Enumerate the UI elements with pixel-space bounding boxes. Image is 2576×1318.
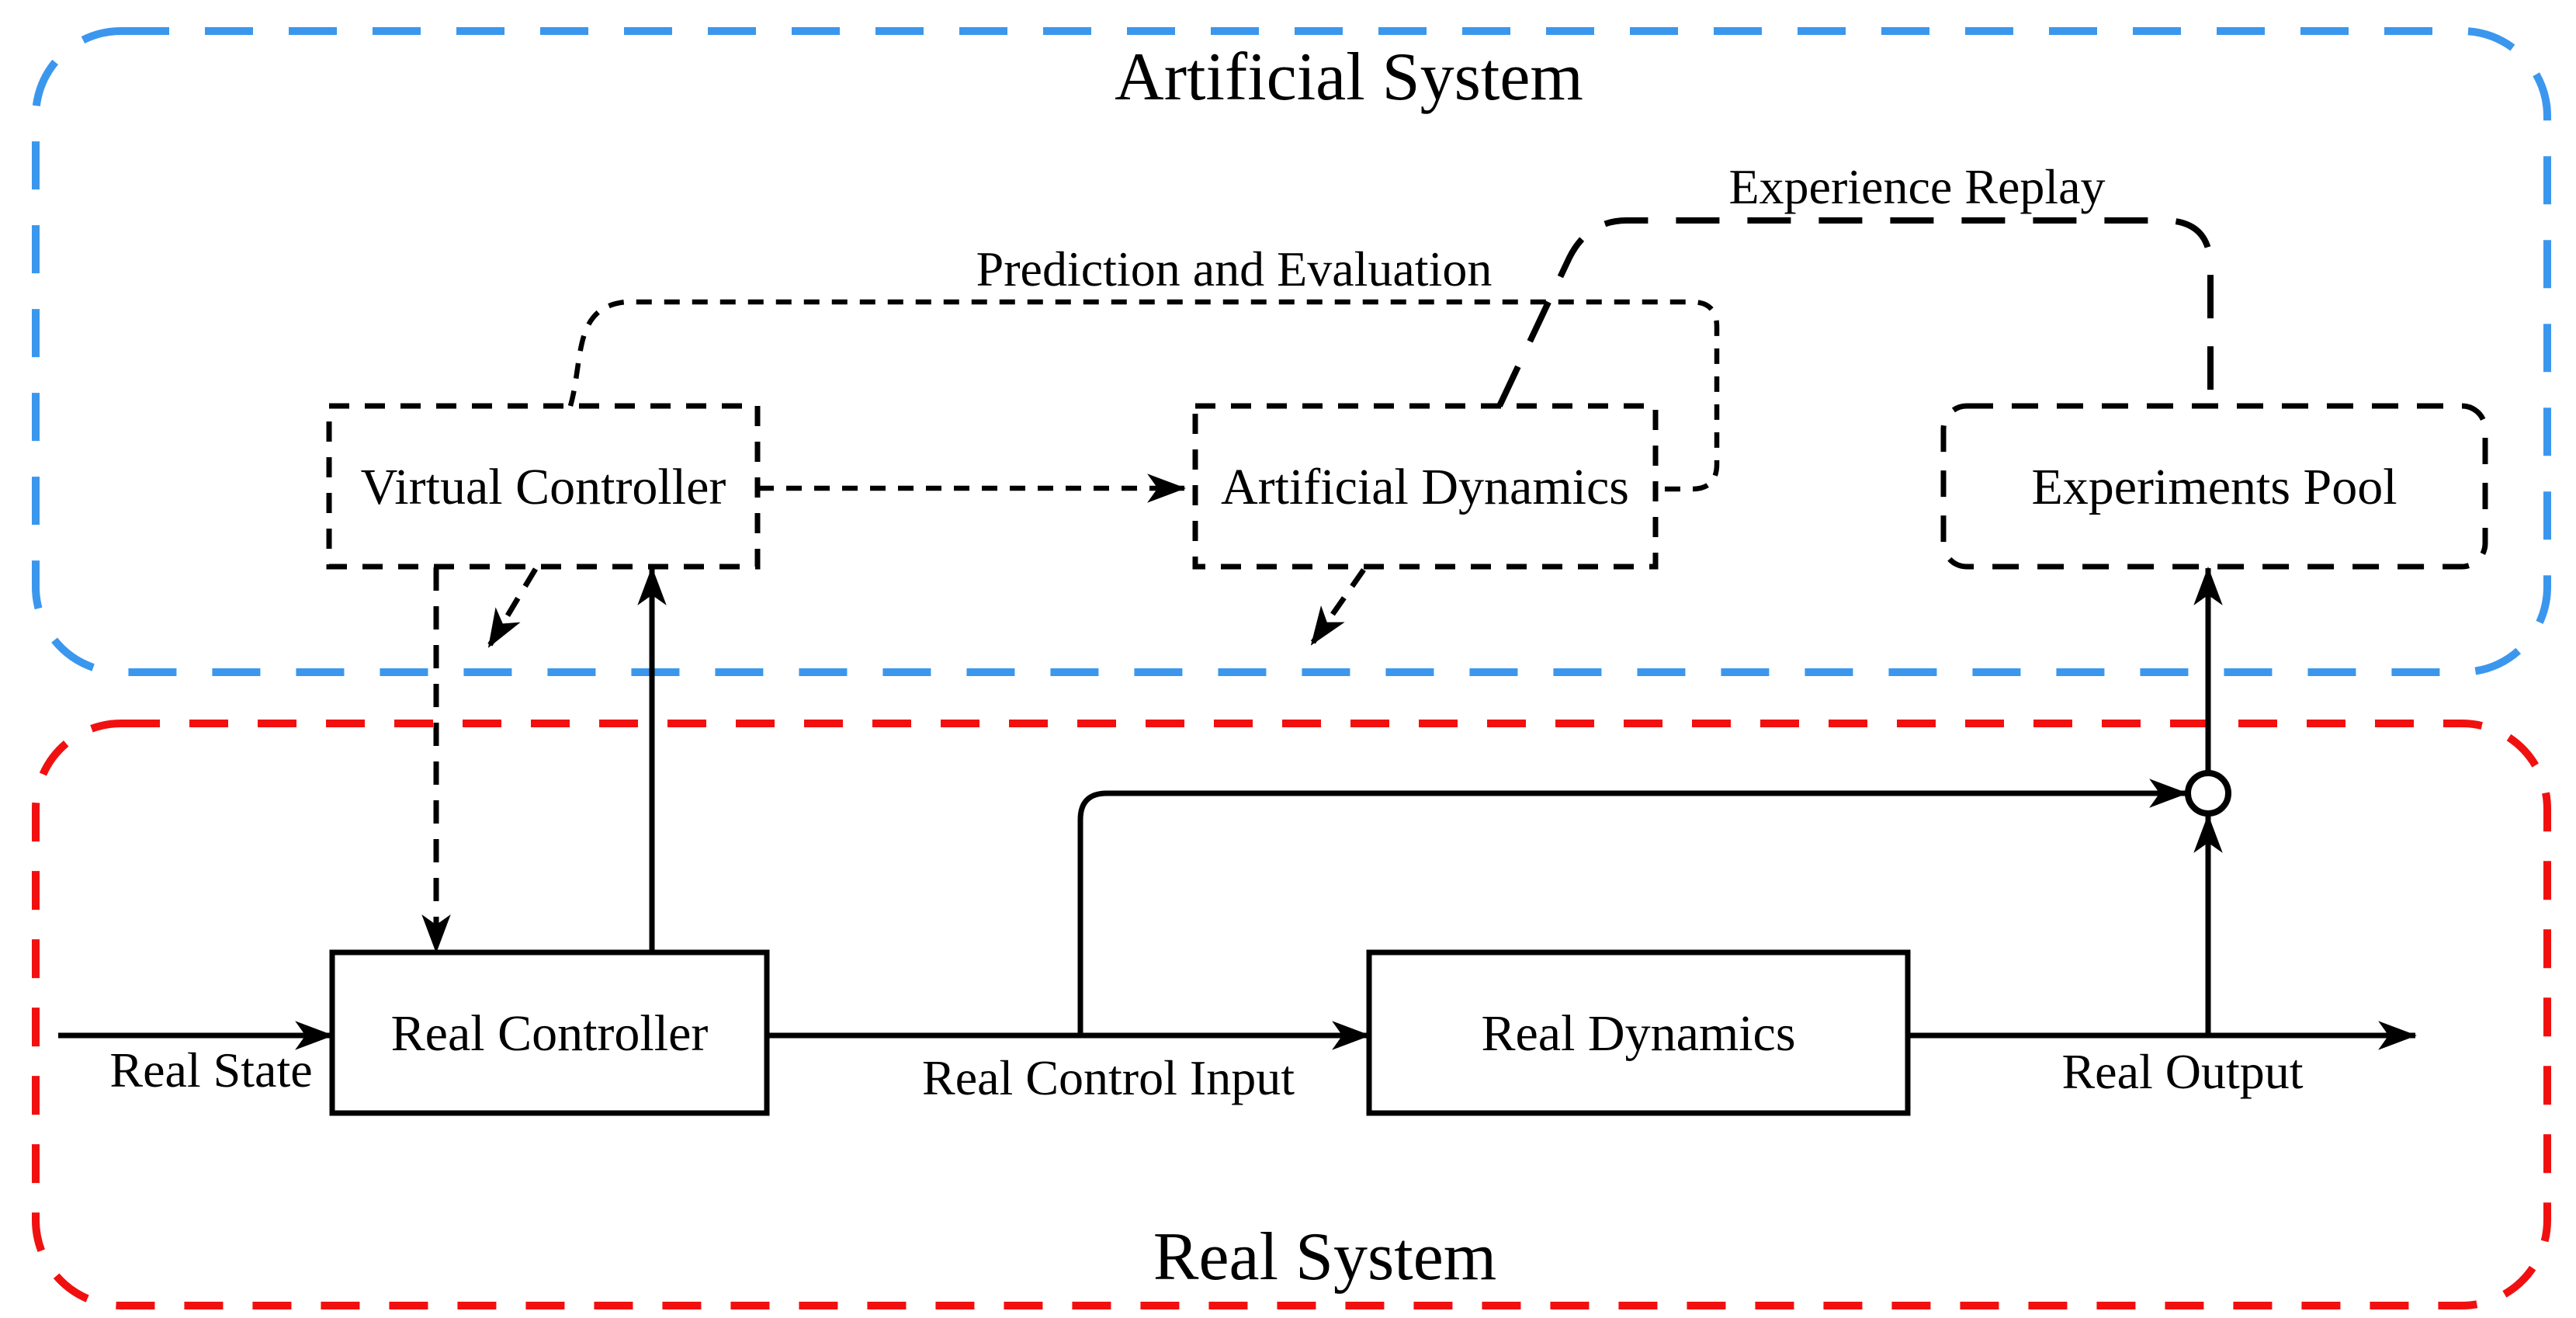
real-controller-box (329, 949, 770, 1116)
experiments-pool-label: Experiments Pool (2031, 459, 2397, 515)
artificial-system-title: Artificial System (1115, 40, 1583, 115)
experiments-pool-box (1940, 403, 2488, 570)
virtual-controller-box (326, 403, 761, 570)
artificial-dynamics-output-dashed-arrow (1309, 567, 1366, 647)
artificial-dynamics-box (1192, 403, 1659, 570)
experience-replay-path (1496, 217, 2214, 408)
real-output-label: Real Output (2061, 1044, 2303, 1099)
summing-junction-circle (2185, 770, 2231, 817)
artificial-system-region-border (32, 27, 2551, 676)
experience-replay-label: Experience Replay (1728, 159, 2105, 214)
real-state-label: Real State (109, 1042, 312, 1098)
real-dynamics-label: Real Dynamics (1481, 1005, 1795, 1062)
virtual-controller-label: Virtual Controller (361, 459, 726, 515)
real-system-title: Real System (1153, 1219, 1496, 1295)
real-controller-label: Real Controller (391, 1005, 709, 1062)
artificial-dynamics-label: Artificial Dynamics (1221, 459, 1629, 515)
real-system-region-border (32, 720, 2551, 1309)
real-dynamics-box (1366, 949, 1911, 1116)
prediction-and-evaluation-label: Prediction and Evaluation (976, 241, 1493, 297)
control-input-branch-to-junction (1077, 779, 2189, 1035)
real-control-input-label: Real Control Input (922, 1050, 1295, 1105)
virtual-controller-output-dashed-arrow (486, 567, 539, 648)
